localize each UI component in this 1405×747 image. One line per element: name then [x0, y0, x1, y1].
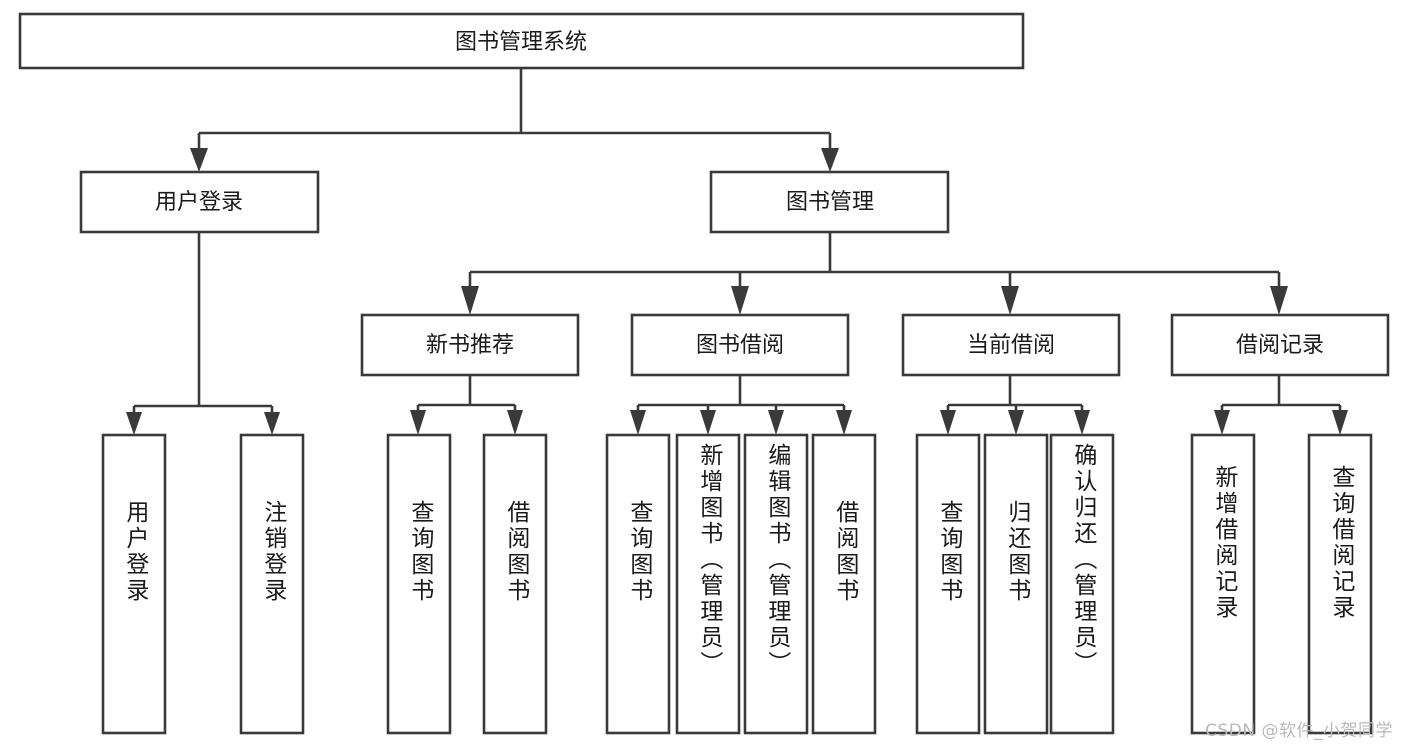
- leaf-box-user-login-2[interactable]: [239, 433, 305, 735]
- connector-group-book-borrow: [630, 375, 852, 435]
- arrowhead-to-borrow-record: [1270, 286, 1288, 315]
- arrowhead-leaf-cb-3: [1074, 410, 1090, 435]
- arrowhead-leaf-bb-2: [700, 410, 716, 435]
- arrowhead-leaf-nb-2: [507, 410, 523, 435]
- node-book-borrow[interactable]: [630, 313, 850, 377]
- node-book-borrow-label: 图书借阅: [696, 333, 784, 358]
- arrowhead-leaf-user-login-2: [264, 412, 280, 435]
- leaf-box-bb-4[interactable]: [811, 433, 877, 735]
- node-user-login-label: 用户登录: [155, 190, 243, 215]
- connector-group-current-borrow: [940, 375, 1090, 435]
- node-root[interactable]: [18, 12, 1025, 70]
- arrowhead-leaf-br-1: [1214, 410, 1230, 435]
- arrowhead-leaf-bb-4: [836, 410, 852, 435]
- connector-group-user-login: [126, 232, 280, 435]
- node-new-book-recommend-label: 新书推荐: [426, 333, 514, 358]
- node-current-borrow-label: 当前借阅: [967, 333, 1055, 358]
- arrowhead-to-book-borrow: [731, 286, 749, 315]
- arrowhead-leaf-cb-1: [940, 410, 956, 435]
- arrowhead-to-new-book: [461, 286, 479, 315]
- node-user-login[interactable]: [79, 170, 320, 234]
- node-book-manage-label: 图书管理: [786, 190, 874, 215]
- leaf-box-user-login-1[interactable]: [101, 433, 167, 735]
- connector-group-root: [190, 68, 839, 172]
- leaf-box-cb-1[interactable]: [915, 433, 981, 735]
- leaf-box-nb-2[interactable]: [482, 433, 548, 735]
- node-borrow-record-label: 借阅记录: [1236, 333, 1324, 358]
- arrowhead-leaf-nb-1: [410, 410, 426, 435]
- leaf-box-cb-3[interactable]: [1049, 433, 1115, 735]
- leaf-box-br-1[interactable]: [1190, 433, 1256, 735]
- watermark-text: CSDN @软件_小贺同学: [1205, 721, 1393, 741]
- node-current-borrow[interactable]: [901, 313, 1121, 377]
- leaf-box-br-2[interactable]: [1307, 433, 1373, 735]
- arrowhead-leaf-bb-1: [630, 410, 646, 435]
- node-book-manage[interactable]: [709, 170, 950, 234]
- leaf-box-cb-2[interactable]: [983, 433, 1049, 735]
- connector-group-borrow-record: [1214, 375, 1348, 435]
- leaf-box-bb-1[interactable]: [605, 433, 671, 735]
- arrowhead-leaf-br-2: [1332, 410, 1348, 435]
- arrowhead-leaf-bb-3: [768, 410, 784, 435]
- connector-group-book-manage: [461, 232, 1288, 315]
- arrowhead-to-current-borrow: [1001, 286, 1019, 315]
- arrowhead-leaf-user-login-1: [126, 412, 142, 435]
- node-root-label: 图书管理系统: [455, 30, 587, 55]
- arrowhead-to-user-login: [190, 148, 208, 172]
- arrowhead-leaf-cb-2: [1008, 410, 1024, 435]
- leaf-box-bb-2[interactable]: [675, 433, 741, 735]
- arrowhead-to-book-manage: [821, 148, 839, 172]
- node-new-book-recommend[interactable]: [360, 313, 580, 377]
- node-borrow-record[interactable]: [1170, 313, 1390, 377]
- leaf-box-nb-1[interactable]: [386, 433, 452, 735]
- connector-group-new-book: [410, 375, 523, 435]
- leaf-box-bb-3[interactable]: [743, 433, 809, 735]
